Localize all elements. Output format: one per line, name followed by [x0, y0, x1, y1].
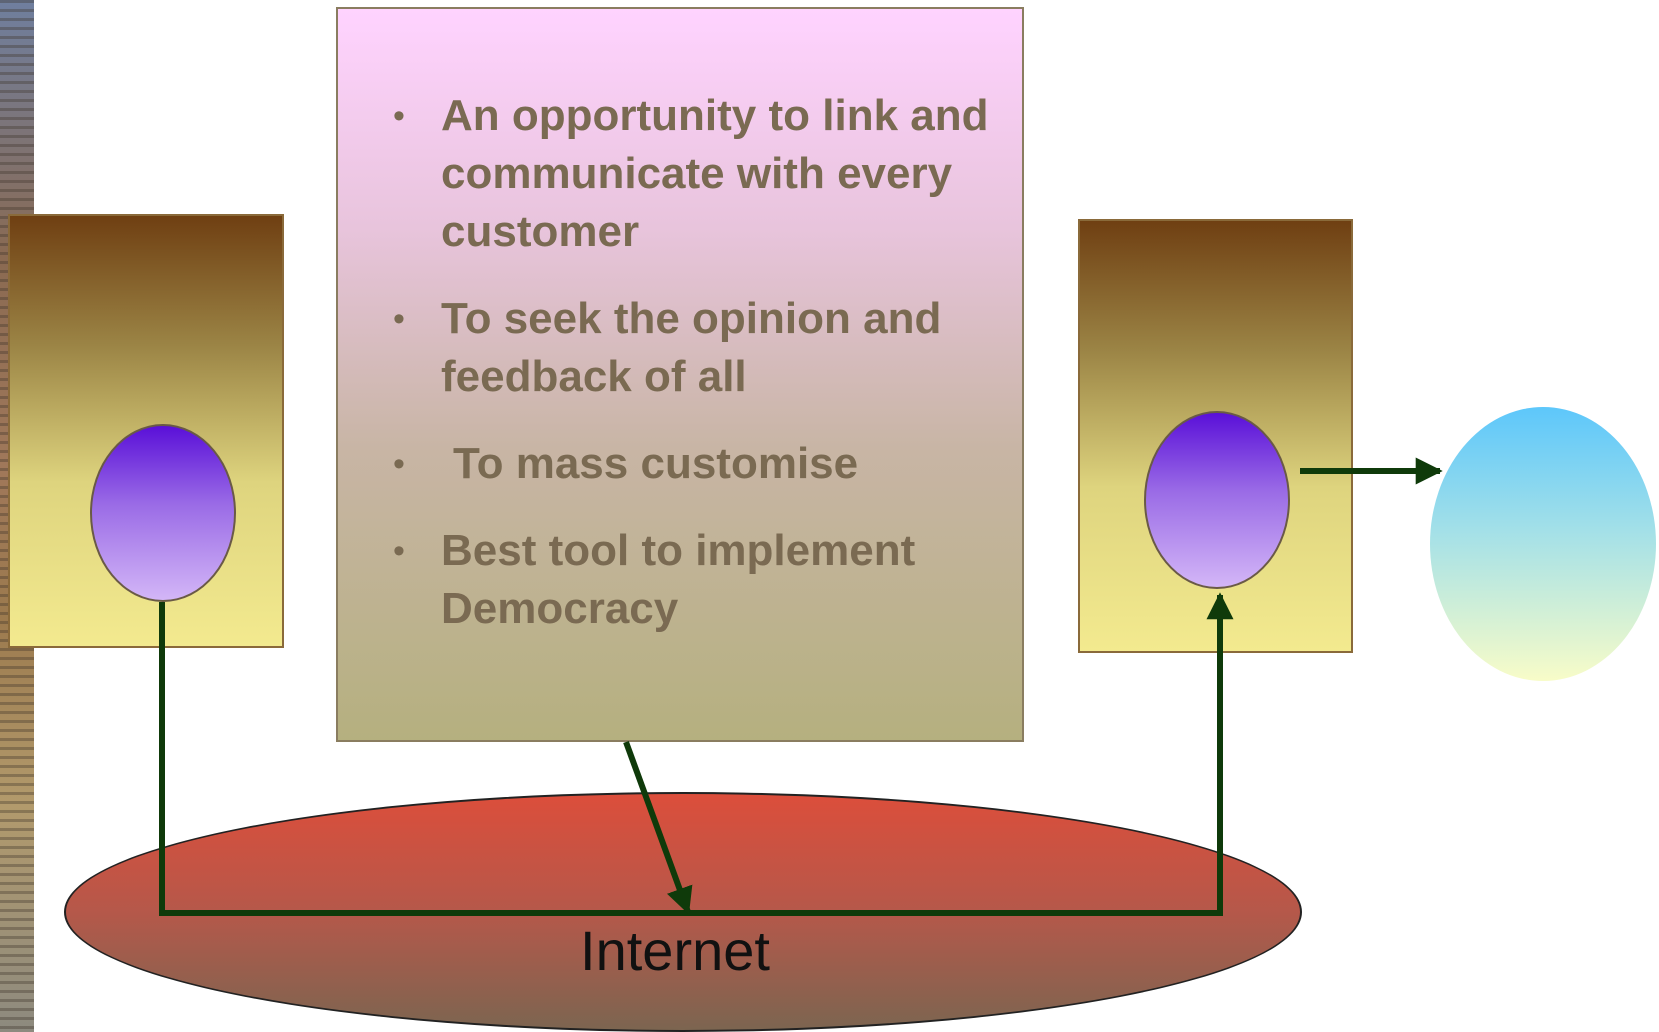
right-node-orb [1144, 411, 1290, 589]
benefit-item: • To seek the opinion and feedback of al… [393, 290, 993, 406]
benefit-item: • An opportunity to link and communicate… [393, 87, 993, 261]
target-oval [1430, 407, 1656, 681]
benefit-item: • To mass customise [393, 435, 993, 493]
bullet-icon: • [393, 445, 405, 483]
benefit-item: • Best tool to implement Democracy [393, 522, 993, 638]
benefits-list: • An opportunity to link and communicate… [393, 87, 993, 667]
bullet-icon: • [393, 532, 405, 570]
left-to-internet-line [159, 592, 1234, 916]
panel-to-internet-arrow [623, 740, 693, 915]
benefits-panel: • An opportunity to link and communicate… [336, 7, 1024, 742]
benefit-text: Best tool to implement Democracy [441, 526, 916, 633]
benefit-text: An opportunity to link and communicate w… [441, 91, 989, 256]
left-node-orb [90, 424, 236, 602]
internet-label: Internet [580, 919, 770, 982]
benefit-text: To mass customise [453, 439, 859, 488]
benefit-text: To seek the opinion and feedback of all [441, 294, 942, 401]
bullet-icon: • [393, 97, 405, 135]
bullet-icon: • [393, 300, 405, 338]
